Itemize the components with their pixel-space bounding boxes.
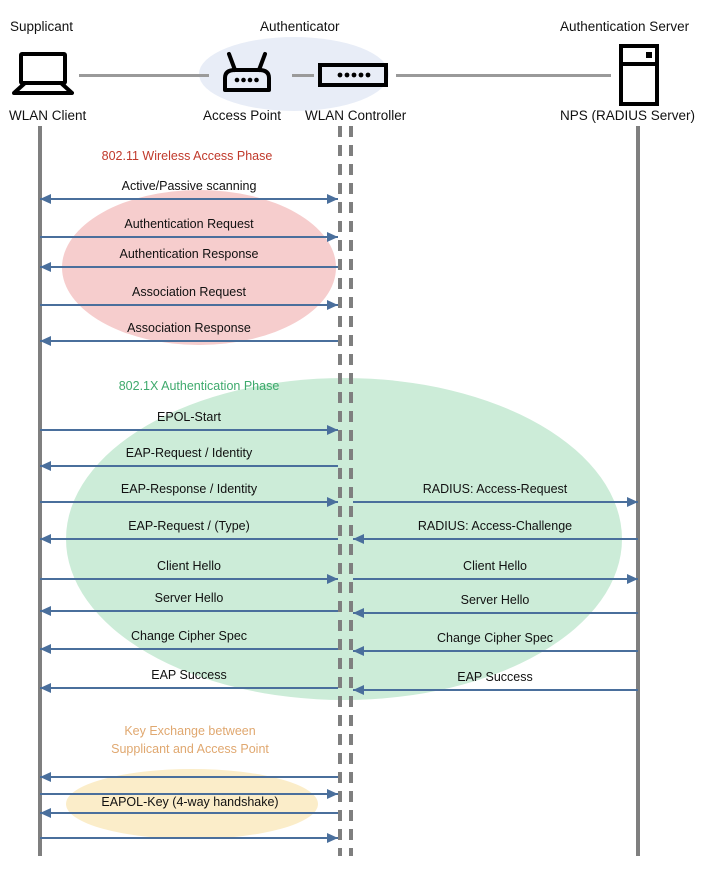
- message-label: EAP-Response / Identity: [120, 482, 258, 496]
- message-line: [40, 610, 338, 612]
- message-label: Change Cipher Spec: [130, 629, 248, 643]
- arrow-head-right: [627, 574, 638, 584]
- message-label: Authentication Request: [124, 217, 254, 231]
- message-label: RADIUS: Access-Challenge: [417, 519, 573, 533]
- arrow-head-right: [327, 497, 338, 507]
- arrow-head-left: [353, 608, 364, 618]
- lifeline-nps-radius-server: [636, 126, 640, 856]
- arrow-head-left: [40, 644, 51, 654]
- link-ap-to-controller: [292, 74, 314, 77]
- arrow-head-right: [327, 232, 338, 242]
- lifeline-access-point: [338, 126, 342, 856]
- message-label: EAP Success: [457, 670, 533, 684]
- message-line: [40, 578, 338, 580]
- message-label: Association Request: [132, 285, 246, 299]
- message-line: [40, 776, 338, 778]
- message-line: [353, 612, 638, 614]
- arrow-head-right: [327, 194, 338, 204]
- server-icon: [618, 44, 660, 111]
- arrow-head-left: [40, 336, 51, 346]
- phase-title-key-exchange-line1: Key Exchange between: [124, 724, 256, 738]
- arrow-head-right: [327, 833, 338, 843]
- message-line: [40, 266, 338, 268]
- arrow-head-right: [327, 300, 338, 310]
- message-label: Server Hello: [154, 591, 224, 605]
- arrow-head-right: [327, 425, 338, 435]
- message-label: EAP-Request / Identity: [125, 446, 253, 460]
- laptop-icon: [12, 52, 74, 101]
- arrow-head-left: [40, 194, 51, 204]
- link-client-to-ap: [79, 74, 209, 77]
- message-line: [40, 236, 338, 238]
- message-line: [353, 689, 638, 691]
- arrow-head-right: [627, 497, 638, 507]
- arrow-head-left: [353, 646, 364, 656]
- message-line: [40, 465, 338, 467]
- message-label: Active/Passive scanning: [121, 179, 257, 193]
- arrow-head-left: [40, 808, 51, 818]
- message-label: EAP-Request / (Type): [128, 519, 250, 533]
- message-line: [40, 793, 338, 795]
- message-line: [40, 429, 338, 431]
- arrow-head-left: [40, 683, 51, 693]
- arrow-head-right: [327, 574, 338, 584]
- message-label: Client Hello: [463, 559, 527, 573]
- message-line: [353, 578, 638, 580]
- actor-role-authentication-server: Authentication Server: [560, 19, 690, 34]
- actor-role-supplicant: Supplicant: [10, 19, 74, 34]
- phase-title-802-1x: 802.1X Authentication Phase: [118, 379, 280, 393]
- arrow-head-left: [40, 262, 51, 272]
- lifeline-wlan-client: [38, 126, 42, 856]
- arrow-head-left: [40, 606, 51, 616]
- actor-name-access-point: Access Point: [203, 108, 282, 123]
- message-line: [40, 340, 338, 342]
- message-line: [40, 501, 338, 503]
- message-label: EAP Success: [151, 668, 227, 682]
- message-label: Server Hello: [460, 593, 530, 607]
- wireless-router-icon: [215, 48, 279, 101]
- arrow-head-left: [40, 461, 51, 471]
- phase-title-key-exchange-line2: Supplicant and Access Point: [111, 742, 269, 756]
- message-line: [353, 501, 638, 503]
- message-line: [40, 687, 338, 689]
- message-line: [40, 812, 338, 814]
- wlan-controller-icon: [318, 62, 388, 93]
- arrow-head-left: [353, 685, 364, 695]
- actor-name-nps-radius-server: NPS (RADIUS Server): [560, 108, 696, 123]
- message-label-eapol-key: EAPOL-Key (4-way handshake): [101, 795, 279, 809]
- message-line: [40, 198, 338, 200]
- message-line: [353, 538, 638, 540]
- message-line: [353, 650, 638, 652]
- phase-title-802-11: 802.11 Wireless Access Phase: [101, 149, 273, 163]
- phase-key-exchange-ellipse: [66, 769, 318, 839]
- message-label: Change Cipher Spec: [436, 631, 554, 645]
- actor-role-authenticator: Authenticator: [260, 19, 340, 34]
- message-line: [40, 648, 338, 650]
- message-label: RADIUS: Access-Request: [422, 482, 568, 496]
- message-label: Authentication Response: [119, 247, 259, 261]
- lifeline-wlan-controller: [349, 126, 353, 856]
- link-controller-to-nps: [396, 74, 611, 77]
- arrow-head-left: [40, 772, 51, 782]
- arrow-head-right: [327, 789, 338, 799]
- message-label: Association Response: [127, 321, 251, 335]
- actor-name-wlan-controller: WLAN Controller: [305, 108, 407, 123]
- message-label: EPOL-Start: [157, 410, 221, 424]
- actor-name-wlan-client: WLAN Client: [9, 108, 87, 123]
- arrow-head-left: [353, 534, 364, 544]
- message-line: [40, 304, 338, 306]
- message-label: Client Hello: [157, 559, 221, 573]
- arrow-head-left: [40, 534, 51, 544]
- message-line: [40, 837, 338, 839]
- message-line: [40, 538, 338, 540]
